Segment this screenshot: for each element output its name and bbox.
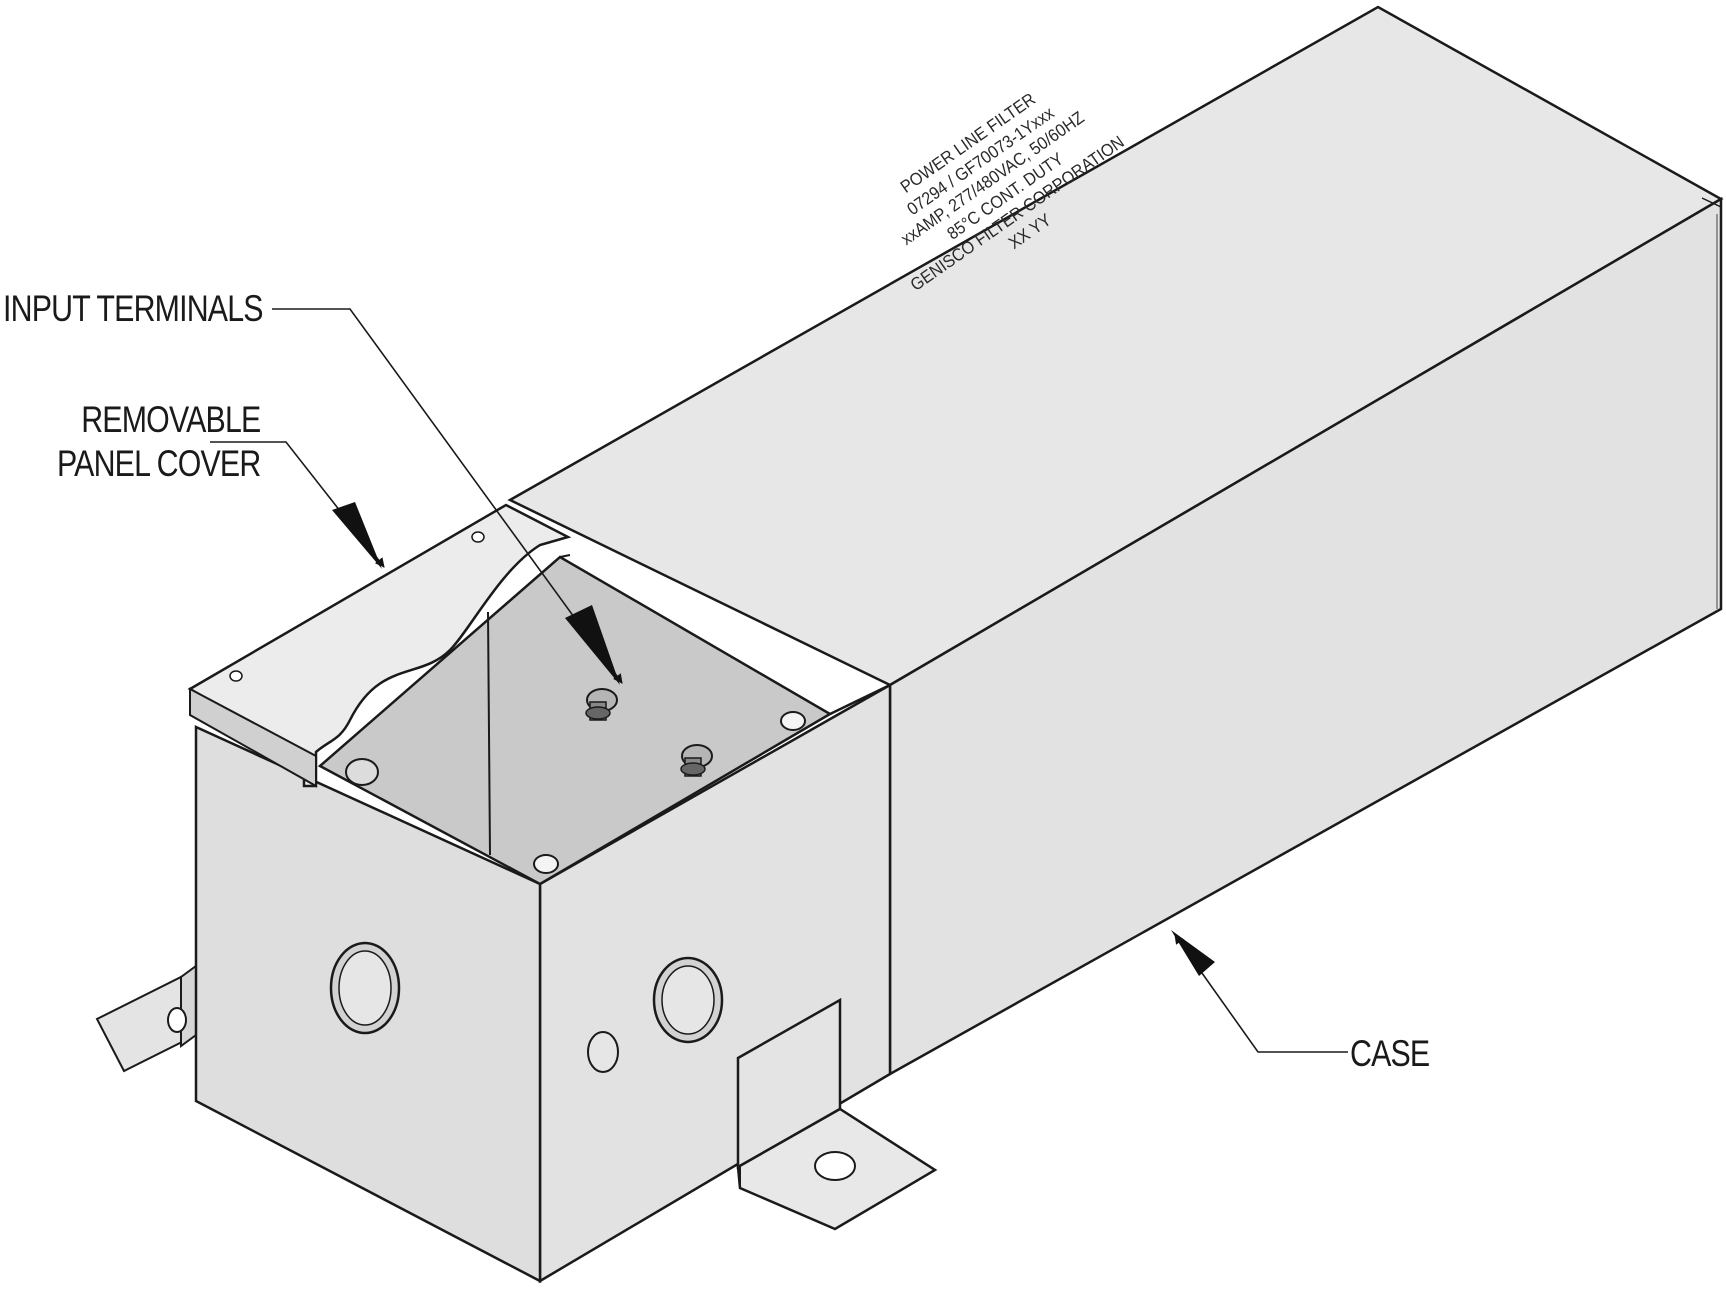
arrowhead-input-terminals <box>565 605 620 685</box>
terminal-2 <box>680 744 713 777</box>
arrowhead-case <box>1171 930 1215 976</box>
leader-input-terminals <box>272 308 623 684</box>
knockout-holes <box>329 941 724 1073</box>
arrowheads <box>332 502 1215 976</box>
leader-case <box>1174 934 1348 1053</box>
callout-case-text: CASE <box>1350 1033 1430 1074</box>
arrowhead-panel-cover <box>332 502 382 569</box>
callout-removable-panel-cover: REMOVABLE PANEL COVER <box>57 398 261 486</box>
terminal-1 <box>585 688 618 721</box>
mounting-tab-left <box>95 964 198 1073</box>
callout-panel-cover-line-2: PANEL COVER <box>57 443 261 484</box>
removable-panel-cover <box>187 503 572 788</box>
callout-input-terminals-text: INPUT TERMINALS <box>3 288 264 329</box>
callout-panel-cover-line-1: REMOVABLE <box>81 399 261 440</box>
callout-case: CASE <box>1350 1032 1430 1076</box>
mounting-tab-front <box>736 997 938 1231</box>
callout-input-terminals: INPUT TERMINALS <box>3 287 264 331</box>
terminal-compartment <box>317 554 891 886</box>
